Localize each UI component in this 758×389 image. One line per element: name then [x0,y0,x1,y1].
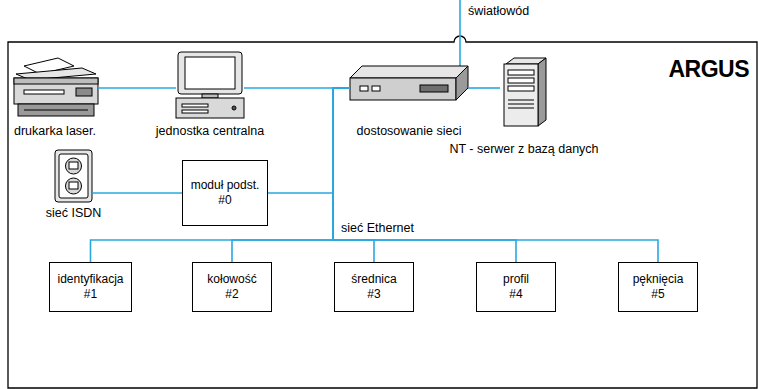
network-link [91,88,351,262]
module-number: #4 [509,287,522,302]
computer-node: jednostka centralna [176,52,244,120]
module-box: profil#4 [476,262,556,312]
network-link [333,88,658,262]
computer-icon [176,52,244,118]
base-module-box: moduł podst.#0 [182,160,268,226]
network-link [98,87,176,89]
module-box: średnica#3 [334,262,414,312]
network-adapter-node: dostosowanie sieci [350,66,468,108]
fibre-line [459,0,461,66]
module-number: #1 [84,287,97,302]
network-label: sieć Ethernet [339,221,416,235]
module-name: średnica [351,272,396,287]
printer-icon [14,58,98,116]
module-name: moduł podst. [191,178,260,193]
module-number: #0 [218,193,231,208]
network-link [92,192,182,194]
module-name: profil [503,272,529,287]
server-icon [504,58,546,126]
network-adapter-icon [350,66,468,100]
module-name: identyfikacja [57,272,123,287]
module-name: pęknięcia [633,272,684,287]
device-caption: NT - serwer z bazą danych [449,142,598,156]
server-node: NT - serwer z bazą danych [500,58,548,128]
network-link [268,88,350,193]
network-link [333,88,516,262]
module-box: pęknięcia#5 [618,262,698,312]
module-box: kołowość#2 [192,262,272,312]
module-box: identyfikacja#1 [49,262,132,312]
network-link [333,88,374,262]
network-link [468,87,500,89]
device-caption: dostosowanie sieci [357,124,462,138]
module-number: #3 [367,287,380,302]
device-caption: sieć ISDN [46,206,102,220]
module-number: #5 [651,287,664,302]
fibre-label: światłowód [466,4,531,18]
module-number: #2 [225,287,238,302]
module-name: kołowość [207,272,256,287]
device-caption: drukarka laser. [14,124,96,138]
isdn-socket-node: sieć ISDN [55,150,92,202]
printer-node: drukarka laser. [12,58,98,118]
system-title: ARGUS [668,56,749,83]
isdn-socket-icon [55,150,92,202]
system-frame [8,36,757,388]
device-caption: jednostka centralna [156,124,264,138]
